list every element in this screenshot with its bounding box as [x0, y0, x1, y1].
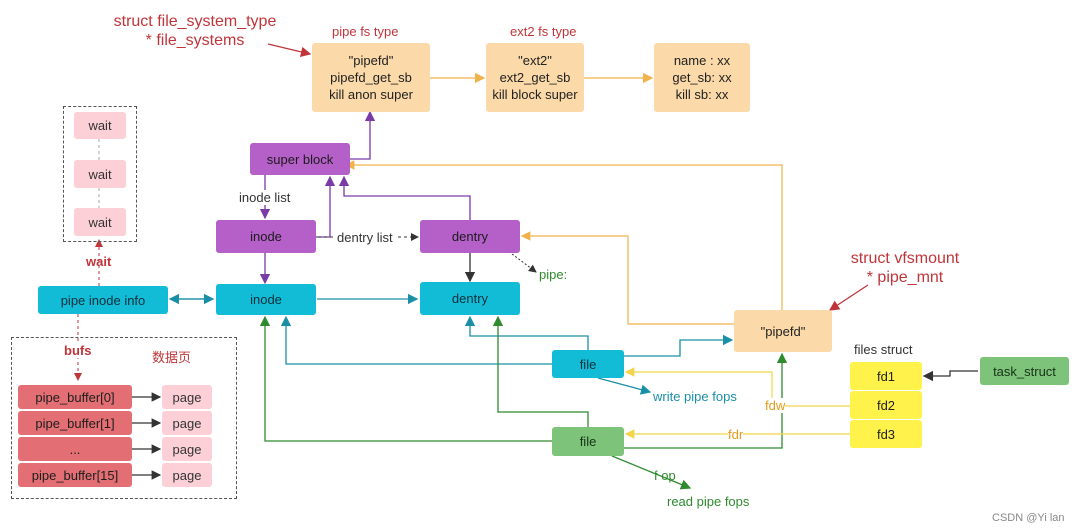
vfsmount-title-line1: struct vfsmount	[850, 250, 960, 267]
vfsmount-title-line2: * pipe_mnt	[866, 269, 944, 286]
page-1[interactable]: page	[162, 411, 212, 435]
bufs-label: bufs	[64, 343, 92, 358]
task-struct-node[interactable]: task_struct	[980, 357, 1069, 385]
pipe-buffer-15[interactable]: pipe_buffer[15]	[18, 463, 132, 487]
file-systems-title-line2: * file_systems	[145, 32, 245, 49]
data-page-label: 数据页	[152, 350, 192, 365]
wait-queue-frame	[63, 106, 137, 242]
generic-fs-type-box[interactable]: name : xx get_sb: xx kill sb: xx	[654, 43, 750, 112]
vfsmount-title: struct vfsmount * pipe_mnt	[830, 249, 980, 287]
pipe-fs-type-label: pipe fs type	[332, 24, 399, 39]
fd1-slot[interactable]: fd1	[850, 362, 922, 390]
pipe-fs-kill-sb: kill anon super	[329, 87, 413, 102]
write-pipe-fops-label: write pipe fops	[653, 389, 737, 404]
pipefd-mount-node[interactable]: "pipefd"	[734, 310, 832, 352]
file-systems-title: struct file_system_type * file_systems	[106, 12, 284, 50]
ext2-fs-type-box[interactable]: "ext2" ext2_get_sb kill block super	[486, 43, 584, 112]
fdw-label: fdw	[765, 398, 786, 413]
wait-node-1[interactable]: wait	[74, 112, 126, 139]
pipe-buffer-0[interactable]: pipe_buffer[0]	[18, 385, 132, 409]
pipe-colon-label: pipe:	[539, 267, 568, 282]
ext2-fs-kill-sb: kill block super	[492, 87, 578, 102]
inode-list-label: inode list	[239, 190, 291, 205]
page-3[interactable]: page	[162, 463, 212, 487]
wait-node-3[interactable]: wait	[74, 208, 126, 236]
ext2-fs-get-sb: ext2_get_sb	[499, 70, 571, 85]
read-pipe-fops-label: read pipe fops	[667, 494, 750, 509]
inode-top-node[interactable]: inode	[216, 220, 316, 253]
file-write-node[interactable]: file	[552, 350, 624, 378]
file-read-node[interactable]: file	[552, 427, 624, 456]
super-block-node[interactable]: super block	[250, 143, 350, 175]
files-struct-title: files struct	[854, 342, 913, 357]
wait-node-2[interactable]: wait	[74, 160, 126, 188]
pipe-fs-type-box[interactable]: "pipefd" pipefd_get_sb kill anon super	[312, 43, 430, 112]
file-systems-title-line1: struct file_system_type	[113, 13, 277, 30]
f-op-label: f op	[654, 468, 676, 483]
generic-fs-kill-sb: kill sb: xx	[675, 87, 729, 102]
ext2-fs-type-label: ext2 fs type	[510, 24, 577, 39]
dentry-top-node[interactable]: dentry	[420, 220, 520, 253]
pipe-buffer-frame	[11, 337, 237, 499]
inode-mid-node[interactable]: inode	[216, 284, 316, 315]
pipe-buffer-1[interactable]: pipe_buffer[1]	[18, 411, 132, 435]
page-0[interactable]: page	[162, 385, 212, 409]
pipe-fs-name: "pipefd"	[348, 53, 394, 68]
page-2[interactable]: page	[162, 437, 212, 461]
generic-fs-get-sb: get_sb: xx	[672, 70, 732, 85]
pipe-fs-get-sb: pipefd_get_sb	[330, 70, 412, 85]
fd3-slot[interactable]: fd3	[850, 420, 922, 448]
dentry-mid-node[interactable]: dentry	[420, 282, 520, 315]
generic-fs-name: name : xx	[673, 53, 731, 68]
wait-label: wait	[86, 254, 112, 269]
fdr-label: fdr	[728, 427, 744, 442]
pipe-buffer-ellipsis[interactable]: ...	[18, 437, 132, 461]
dentry-list-label: dentry list	[337, 230, 393, 245]
watermark: CSDN @Yi lan	[992, 512, 1065, 524]
fd2-slot[interactable]: fd2	[850, 391, 922, 419]
ext2-fs-name: "ext2"	[518, 53, 552, 68]
pipe-inode-info-node[interactable]: pipe inode info	[38, 286, 168, 314]
